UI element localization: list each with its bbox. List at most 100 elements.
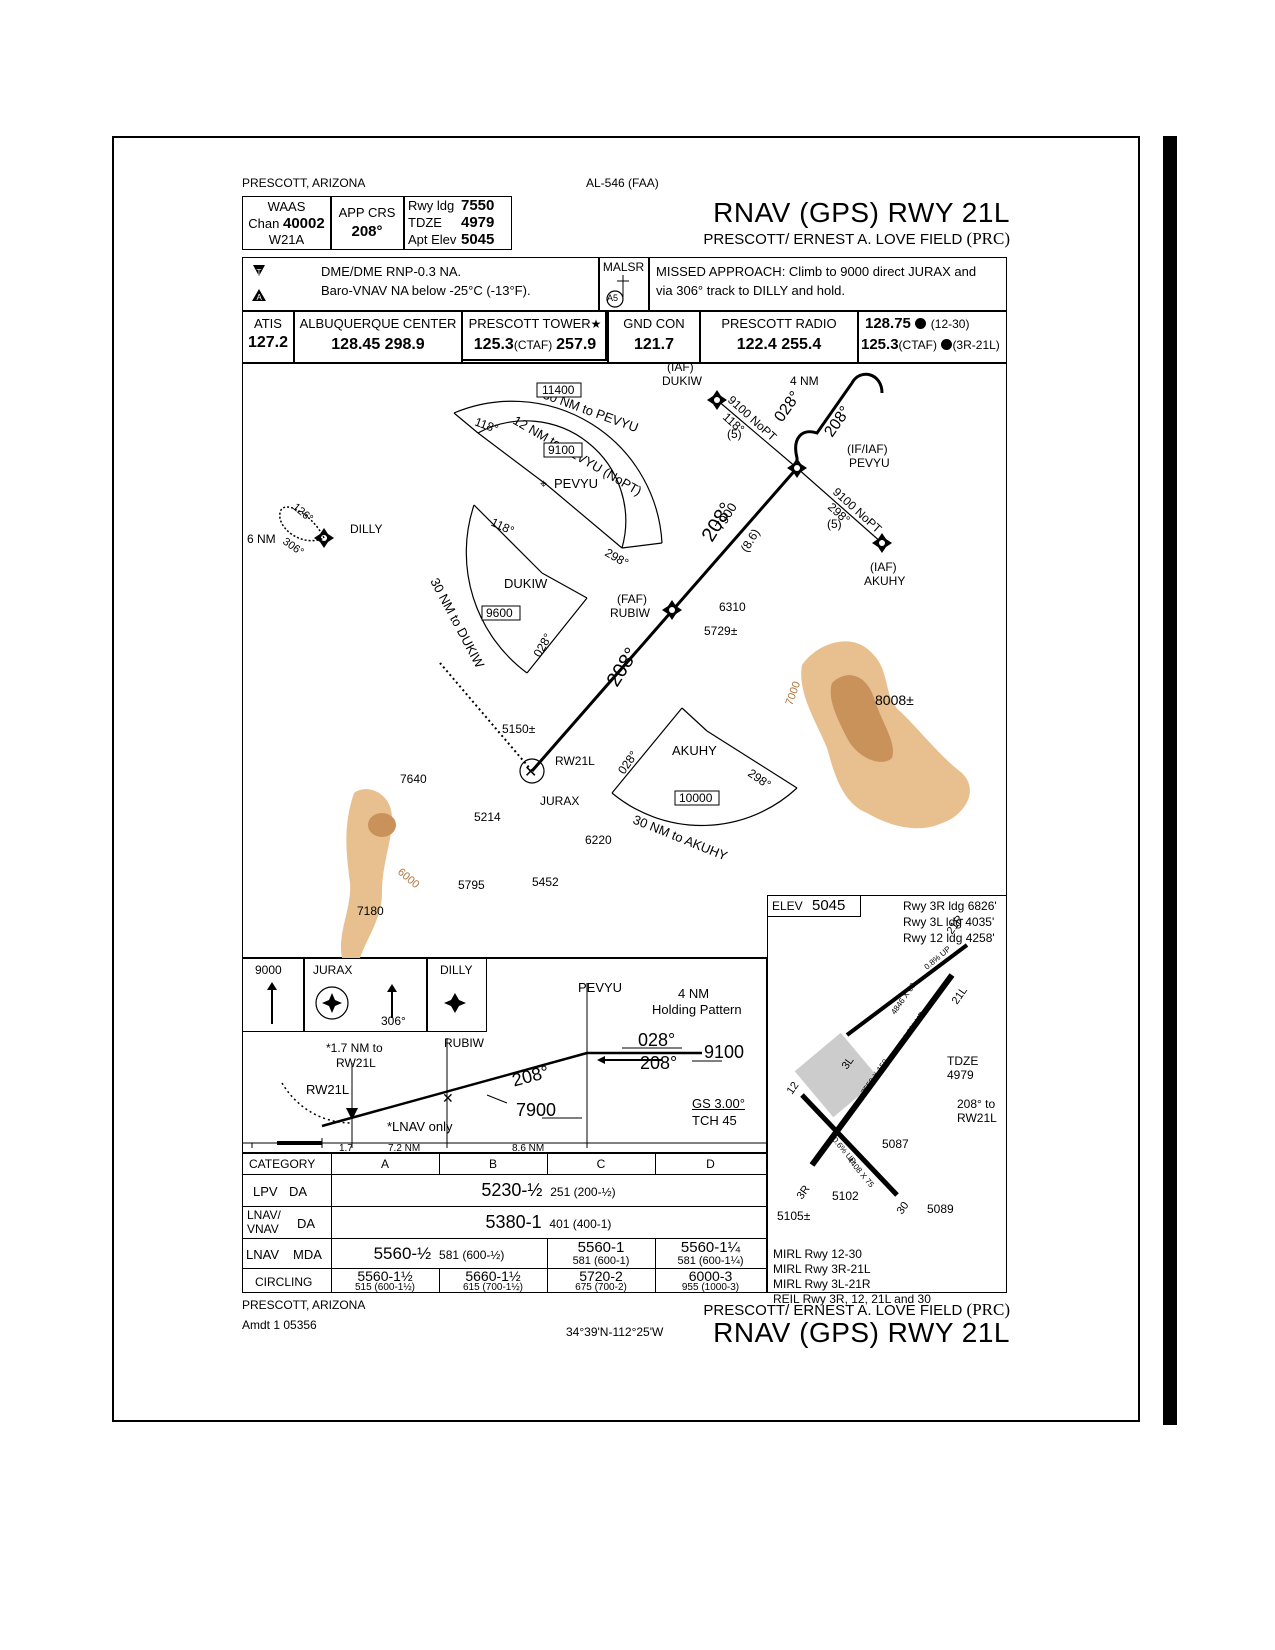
dist-1: 1.7	[339, 1143, 353, 1154]
jurax-profile-fix	[322, 993, 342, 1013]
elev-5214: 5214	[474, 810, 501, 824]
malsr-icon	[606, 275, 629, 308]
fix-akuhy-taa: AKUHY	[672, 743, 717, 758]
circ-c-main: 5720-2	[579, 1268, 623, 1284]
waas-id: W21A	[268, 232, 305, 247]
to-rw-2: RW21L	[957, 1111, 997, 1125]
airport-diagram-graphics: 21R 21L 3L 3R 12 30 4846 X 60 7550 X 150…	[777, 913, 997, 1223]
brg-298-south: 298°	[745, 766, 774, 792]
hold-4nm: 4 NM	[790, 374, 819, 388]
alt-box-9100	[543, 442, 583, 458]
taa-south-edge	[611, 707, 683, 794]
atis-label: ATIS	[254, 316, 282, 331]
iaf-akuhy-1: (IAF)	[870, 560, 897, 574]
circling-label: CIRCLING	[255, 1275, 313, 1289]
tower-freq: 125.3(CTAF) 257.9	[473, 336, 597, 353]
lnavvnav-label-1: LNAV/	[247, 1208, 281, 1222]
final-approach-course	[530, 467, 799, 772]
to-rw-1: 208° to	[957, 1097, 995, 1111]
lpv-value: 5230-½ 251 (200-½)	[481, 1180, 616, 1200]
notes-band: T A DME/DME RNP-0.3 NA. Baro-VNAV NA bel…	[242, 257, 1007, 311]
taa-north-inner-arc	[477, 420, 627, 549]
profile-alt-7900: 7900	[516, 1100, 557, 1120]
rwy-21r-end: 21R	[945, 913, 966, 936]
rwy-12-ldg: Rwy 12 ldg 4258'	[903, 931, 995, 945]
brg-118-west: 118°	[489, 515, 517, 538]
alt-box-11400	[536, 382, 582, 398]
taa-north-outer-arc	[453, 400, 663, 544]
elev-6220: 6220	[585, 833, 612, 847]
elev-5105: 5105±	[777, 1209, 811, 1223]
terrain-east-high	[830, 675, 893, 762]
profile-crs-208-upper: 208°	[640, 1053, 678, 1073]
profile-gs: GS 3.00°	[692, 1096, 745, 1111]
taa-north-edge	[621, 542, 663, 549]
profile-graphics: ✕	[242, 982, 767, 1148]
rwy-ldg-label: Rwy ldg	[408, 198, 455, 213]
lnavvnav-da: DA	[297, 1216, 316, 1231]
missed-approach-track	[439, 662, 533, 772]
waas-label: WAAS	[267, 199, 306, 214]
approach-info-box: WAAS Chan 40002 W21A APP CRS 208° Rwy ld…	[242, 196, 512, 250]
taa-south-radial	[681, 707, 708, 732]
rwy-3r-ldg: Rwy 3R ldg 6826'	[903, 899, 997, 913]
cat-d: D	[706, 1157, 715, 1171]
profile-tch: TCH 45	[692, 1113, 737, 1128]
rwy-3l-end: 3L	[840, 1055, 857, 1072]
holding-1: 4 NM	[678, 986, 710, 1001]
elev-7640: 7640	[400, 772, 427, 786]
star-note-1: *1.7 NM to	[326, 1041, 383, 1055]
jurax-profile-icon	[315, 986, 349, 1020]
iaf-dukiw-1: (IAF)	[667, 363, 694, 374]
hold-6nm: 6 NM	[247, 532, 276, 546]
tdze-value: 4979	[947, 1068, 974, 1082]
fix-rubiw-icon	[662, 600, 682, 620]
elev-box: ELEV 5045	[767, 895, 861, 917]
chart-id: AL-546 (FAA)	[586, 176, 659, 190]
rubiw-x-icon: ✕	[442, 1090, 454, 1106]
tower-label: PRESCOTT TOWER★	[468, 316, 602, 331]
waas-channel: Chan 40002	[248, 215, 325, 232]
app-crs-value: 208°	[351, 223, 383, 240]
contour-label-7000: 7000	[784, 680, 804, 707]
runway-12-30	[800, 1093, 899, 1197]
elev-6310: 6310	[719, 600, 746, 614]
if-pevyu-2: PEVYU	[849, 456, 890, 470]
star-note-2: RW21L	[336, 1056, 376, 1070]
lnavvnav-value: 5380-1 401 (400-1)	[485, 1212, 612, 1232]
alt-box-9600	[481, 605, 521, 621]
category-label: CATEGORY	[249, 1157, 316, 1171]
rwy-30-end: 30	[895, 1200, 912, 1217]
lighting-l-icon	[915, 318, 927, 329]
faf-2: RUBIW	[610, 606, 651, 620]
jurax-rw21l-icon	[519, 758, 545, 784]
feeder-dukiw	[716, 399, 798, 469]
elev-5795: 5795	[458, 878, 485, 892]
circ-b-sub: 615 (700-1½)	[462, 1282, 524, 1293]
note-rnp: DME/DME RNP-0.3 NA.	[321, 264, 462, 279]
rw21l-arrow-icon	[346, 1108, 358, 1120]
rwy-ldg-value: 7550	[461, 197, 495, 214]
rwy-3r-end: 3R	[795, 1183, 813, 1201]
hold-pevyu	[794, 372, 884, 468]
footer-airport: PRESCOTT/ ERNEST A. LOVE FIELD (PRC)	[703, 1300, 1010, 1319]
tdze-label: TDZE	[947, 1054, 978, 1068]
header-location: PRESCOTT, ARIZONA	[242, 176, 366, 190]
grad-3r: 1.0% UP	[901, 1010, 926, 1041]
rw21l-fix-icon: ✕	[524, 764, 537, 781]
unicom-line-1: 128.75 (12-30)	[865, 315, 970, 332]
ramp-area	[794, 1032, 880, 1118]
fix-dukiw-icon	[707, 390, 727, 410]
descent-path	[321, 1051, 588, 1128]
notes-symbols-icon: T A	[252, 265, 266, 302]
alt-9600: 9600	[486, 606, 513, 620]
elev-8008: 8008±	[875, 692, 914, 708]
center-freq: 128.45 298.9	[331, 336, 425, 353]
hold-dilly	[279, 506, 325, 542]
cat-b: B	[488, 1157, 497, 1171]
seg-dukiw-dist: (5)	[727, 427, 742, 441]
jurax-label: JURAX	[540, 794, 579, 808]
lnav-only-note: *LNAV only	[387, 1119, 453, 1134]
rwy-12-end: 12	[785, 1080, 802, 1097]
seg-akuhy-dist: (5)	[827, 517, 842, 531]
